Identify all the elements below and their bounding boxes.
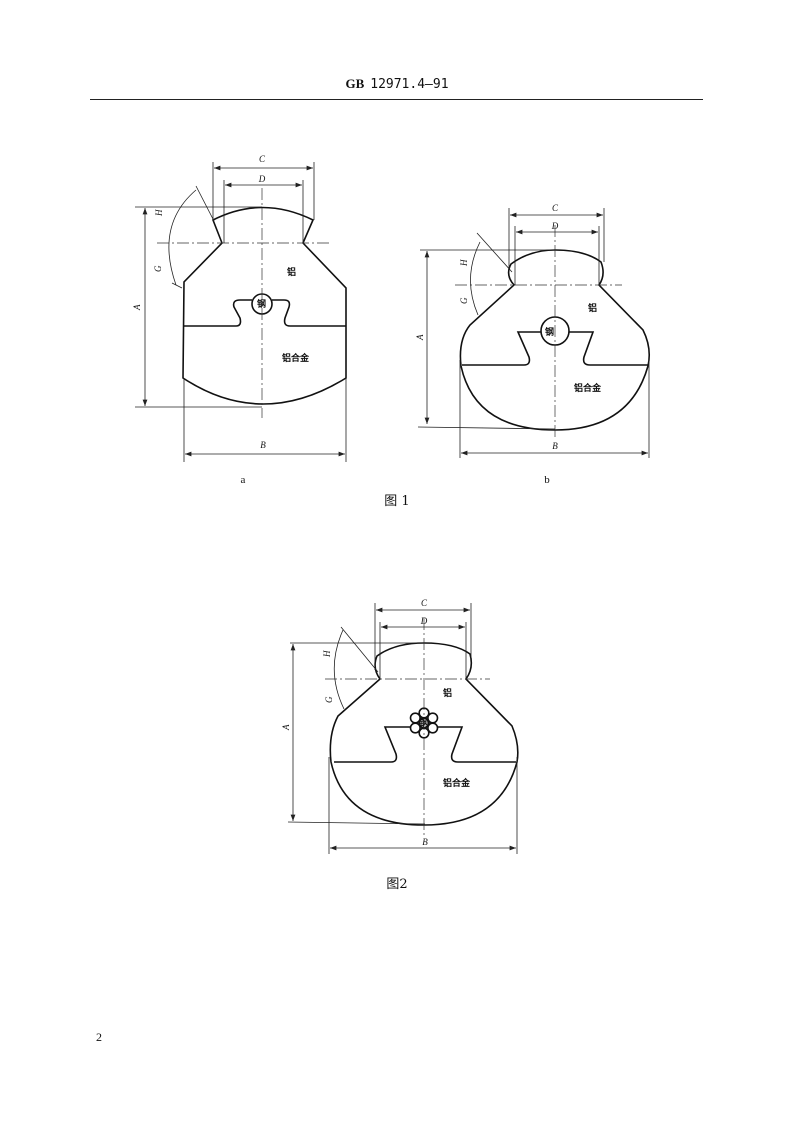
dim-c-label: C — [259, 154, 266, 164]
figure-2-caption: 图2 — [386, 877, 407, 892]
dim-d-label: D — [420, 616, 428, 626]
dim-d-label: D — [551, 221, 559, 231]
dim-h-label: H — [154, 209, 164, 217]
header-rule — [90, 99, 703, 100]
dim-a-label: A — [132, 304, 142, 311]
aluminum-label: 铝 — [443, 687, 452, 699]
figure-1b: C D B A H G 铝 钢 铝合金 b — [415, 203, 650, 486]
dim-c-label: C — [421, 598, 428, 608]
dim-a-label: A — [281, 724, 291, 731]
dim-c-label: C — [552, 203, 559, 213]
dim-b-label: B — [260, 440, 266, 450]
profile-outline — [459, 249, 650, 431]
steel-label: 钢 — [257, 298, 266, 310]
steel-label: 钢 — [545, 326, 554, 338]
stranded-steel-core — [409, 707, 439, 739]
profile-outline — [329, 642, 519, 826]
subfigure-a-label: a — [241, 474, 246, 486]
dim-h-label: H — [322, 650, 332, 658]
dovetail-boundary — [334, 726, 516, 763]
dim-h-label: H — [459, 259, 469, 267]
alloy-label: 铝合金 — [574, 382, 602, 394]
dim-b-label: B — [552, 441, 558, 451]
steel-label: 钢 — [419, 717, 428, 729]
dim-b-label: B — [422, 837, 428, 847]
alloy-label: 铝合金 — [443, 777, 471, 789]
page-number: 2 — [96, 1030, 102, 1044]
standard-number: 12971.4—91 — [370, 77, 449, 92]
dim-g-label: G — [459, 297, 469, 304]
dovetail-boundary — [184, 299, 346, 327]
figure-1a: C D B A H G 铝 钢 铝合金 a — [132, 154, 347, 486]
dim-d-label: D — [258, 174, 266, 184]
aluminum-label: 铝 — [287, 266, 296, 278]
standard-prefix: GB — [345, 76, 365, 91]
figure-1-caption: 图 1 — [384, 494, 409, 509]
subfigure-b-label: b — [544, 474, 550, 486]
alloy-label: 铝合金 — [282, 352, 310, 364]
dim-g-label: G — [324, 696, 334, 703]
profile-outline — [182, 206, 347, 405]
figure-2: C D B A H G 铝 钢 铝合金 — [281, 598, 519, 854]
dovetail-boundary — [462, 331, 648, 366]
dim-g-label: G — [153, 265, 163, 272]
dim-a-label: A — [415, 334, 425, 341]
page-header: GB 12971.4—91 — [0, 76, 794, 92]
aluminum-label: 铝 — [588, 302, 597, 314]
